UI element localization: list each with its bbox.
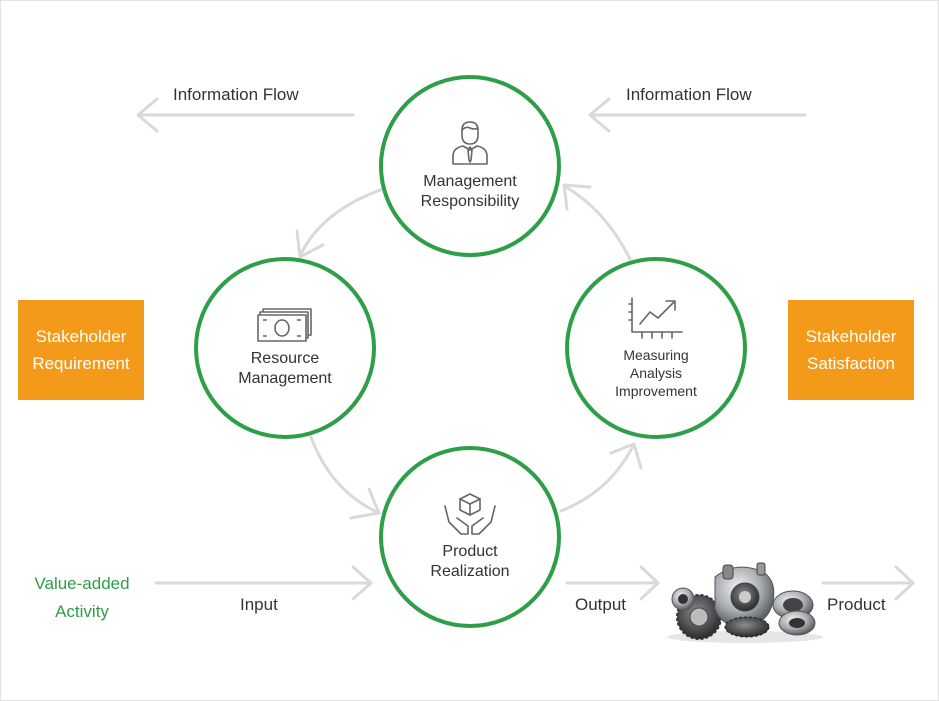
- node-management-line2: Responsibility: [420, 193, 520, 210]
- node-resource-line2: Management: [238, 370, 332, 387]
- info-flow-left-label: Information Flow: [173, 85, 299, 104]
- stakeholder-satisfaction-box: Stakeholder Satisfaction: [788, 300, 914, 400]
- cycle-arrow-measuring-to-mgmt: [564, 185, 632, 261]
- node-measuring-analysis-improvement: Measuring Analysis Improvement: [565, 257, 747, 439]
- cycle-arrow-resource-to-product: [309, 435, 381, 515]
- node-measuring-line3: Improvement: [615, 383, 697, 399]
- value-added-line1: Value-added: [34, 574, 130, 593]
- info-flow-right-label: Information Flow: [626, 85, 752, 104]
- node-product-line2: Realization: [430, 563, 510, 580]
- box-hands-icon: [444, 493, 496, 535]
- input-label: Input: [240, 595, 278, 614]
- stakeholder-requirement-line1: Stakeholder: [35, 327, 127, 346]
- cycle-arrow-product-to-measuring: [559, 442, 636, 513]
- stakeholder-requirement-line2: Requirement: [32, 354, 130, 373]
- node-management-line1: Management: [423, 173, 517, 190]
- stakeholder-satisfaction-line1: Stakeholder: [805, 327, 897, 346]
- node-resource-management: Resource Management: [194, 257, 376, 439]
- node-resource-line1: Resource: [250, 350, 320, 367]
- stakeholder-requirement-box: Stakeholder Requirement: [18, 300, 144, 400]
- node-product-realization: Product Realization: [379, 446, 561, 628]
- line-chart-icon: [628, 297, 683, 339]
- product-label: Product: [827, 595, 886, 614]
- cycle-arrow-mgmt-to-resource: [298, 187, 385, 258]
- money-icon: [257, 308, 312, 342]
- auto-parts-image: [667, 562, 823, 643]
- output-label: Output: [575, 595, 627, 614]
- value-added-line2: Activity: [55, 602, 109, 621]
- node-measuring-line2: Analysis: [629, 365, 683, 381]
- person-tie-icon: [452, 121, 488, 165]
- node-management-responsibility: Management Responsibility: [379, 75, 561, 257]
- node-measuring-line1: Measuring: [623, 347, 689, 363]
- node-product-line1: Product: [442, 543, 498, 560]
- value-added-activity-label: Value-added Activity: [21, 570, 143, 626]
- stakeholder-satisfaction-line2: Satisfaction: [807, 354, 895, 373]
